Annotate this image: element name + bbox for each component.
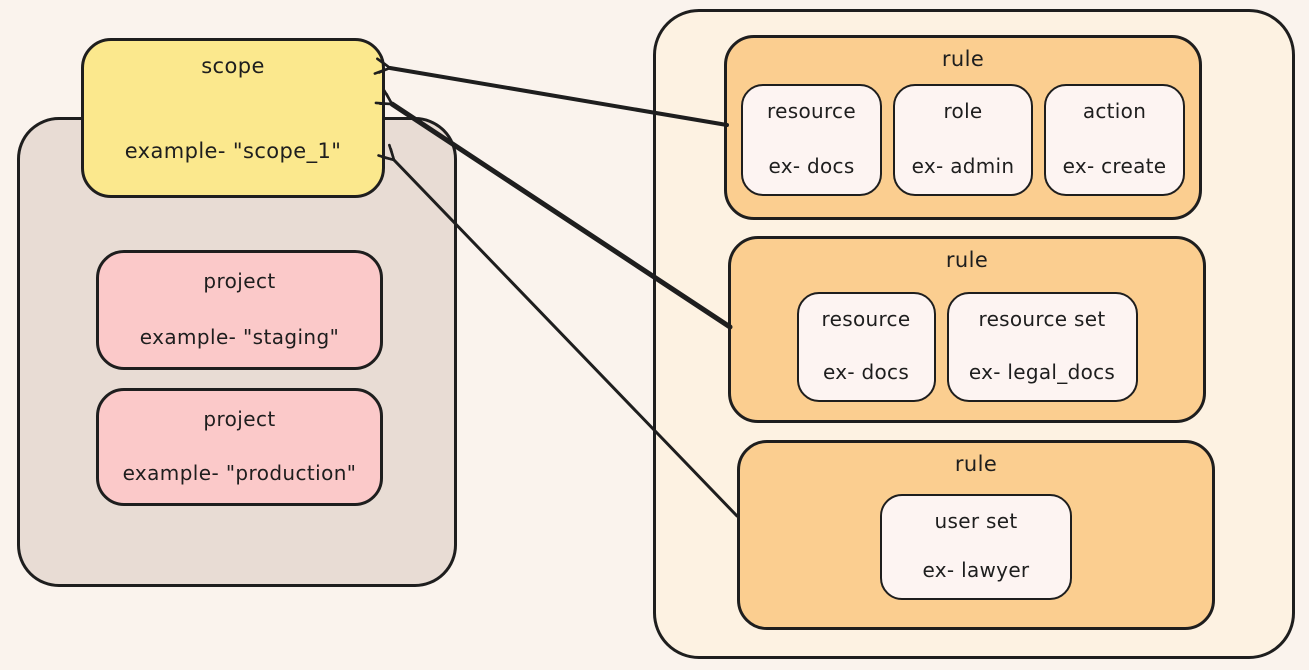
rule-item-action: action ex- create (1044, 84, 1185, 196)
rule-item-resource: resource ex- docs (796, 292, 936, 402)
rule-node-1: rule resource ex- docs role ex- admin ac… (724, 35, 1202, 220)
rule-node-2: rule resource ex- docs resource set ex- … (728, 236, 1206, 423)
scope-example: example- "scope_1" (124, 139, 342, 163)
project-node-production: project example- "production" (96, 388, 383, 506)
item-label: role (943, 99, 983, 123)
item-example: ex- docs (822, 360, 910, 384)
rule-item-user-set: user set ex- lawyer (880, 494, 1072, 600)
rule-node-3: rule user set ex- lawyer (737, 440, 1215, 630)
item-label: user set (934, 509, 1018, 533)
rule-item-resource-set: resource set ex- legal_docs (946, 292, 1138, 402)
project-example: example- "staging" (139, 325, 340, 349)
rule-item-resource: resource ex- docs (741, 84, 882, 196)
scope-node: scope example- "scope_1" (81, 38, 385, 198)
rule-title: rule (954, 452, 998, 476)
item-example: ex- docs (768, 154, 855, 178)
item-label: resource set (978, 307, 1106, 331)
rule-title: rule (941, 47, 985, 71)
item-example: ex- lawyer (922, 558, 1030, 582)
item-example: ex- admin (911, 154, 1015, 178)
item-example: ex- create (1062, 154, 1167, 178)
rule-items-row: resource ex- docs resource set ex- legal… (731, 292, 1203, 402)
rule-item-role: role ex- admin (893, 84, 1033, 196)
rule-items-row: user set ex- lawyer (740, 494, 1212, 600)
item-label: resource (821, 307, 911, 331)
item-example: ex- legal_docs (968, 360, 1116, 384)
project-title: project (203, 269, 276, 293)
rule-items-row: resource ex- docs role ex- admin action … (727, 84, 1199, 196)
scope-title: scope (201, 54, 265, 78)
rule-title: rule (945, 248, 989, 272)
project-title: project (203, 407, 276, 431)
item-label: resource (767, 99, 856, 123)
project-node-staging: project example- "staging" (96, 250, 383, 370)
item-label: action (1082, 99, 1147, 123)
project-example: example- "production" (122, 461, 357, 485)
